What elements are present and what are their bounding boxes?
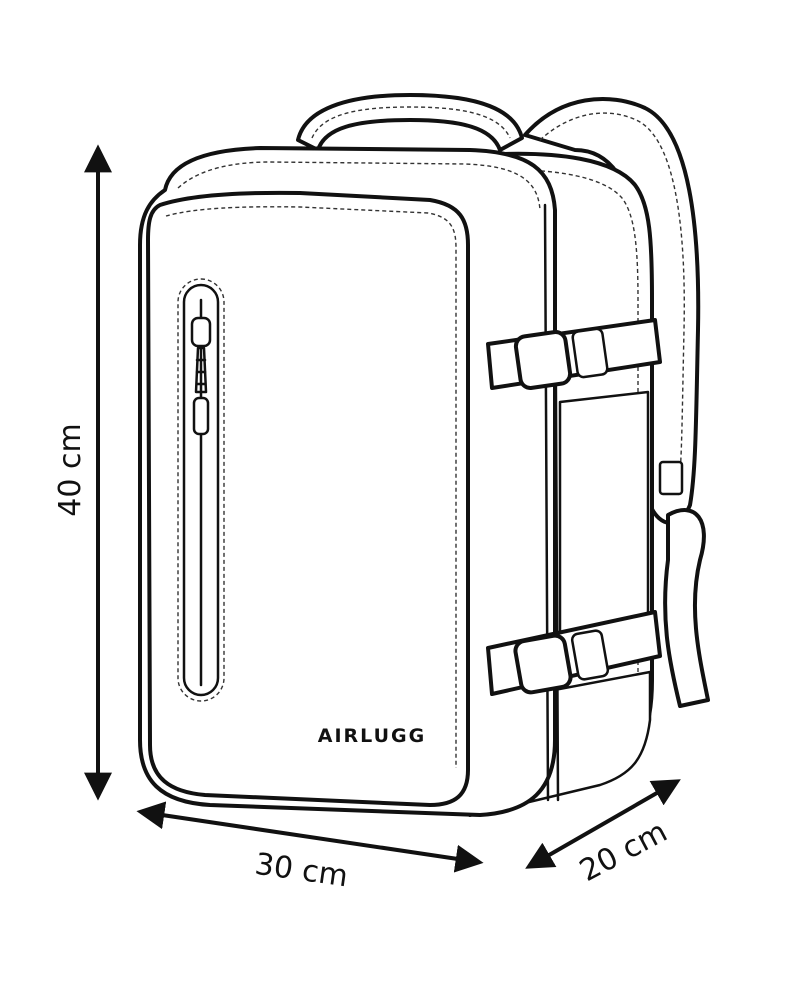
width-arrow xyxy=(136,801,484,873)
height-label: 40 cm xyxy=(53,423,88,516)
compression-strap-lower xyxy=(486,610,662,696)
height-dimension: 40 cm xyxy=(53,144,112,801)
front-panel: AIRLUGG xyxy=(146,190,470,807)
side-pocket xyxy=(558,390,650,654)
brand-logo: AIRLUGG xyxy=(318,725,426,747)
backpack: AIRLUGG xyxy=(138,93,710,817)
zipper-pull-icon xyxy=(190,316,212,436)
top-handle xyxy=(296,93,524,152)
width-label: 30 cm xyxy=(253,847,350,895)
strap-buckle-square xyxy=(658,460,684,496)
width-dimension: 30 cm xyxy=(136,801,484,895)
compression-strap-upper xyxy=(486,318,662,390)
depth-dimension: 20 cm xyxy=(525,779,681,889)
depth-arrow xyxy=(525,779,681,869)
depth-label: 20 cm xyxy=(574,814,673,889)
